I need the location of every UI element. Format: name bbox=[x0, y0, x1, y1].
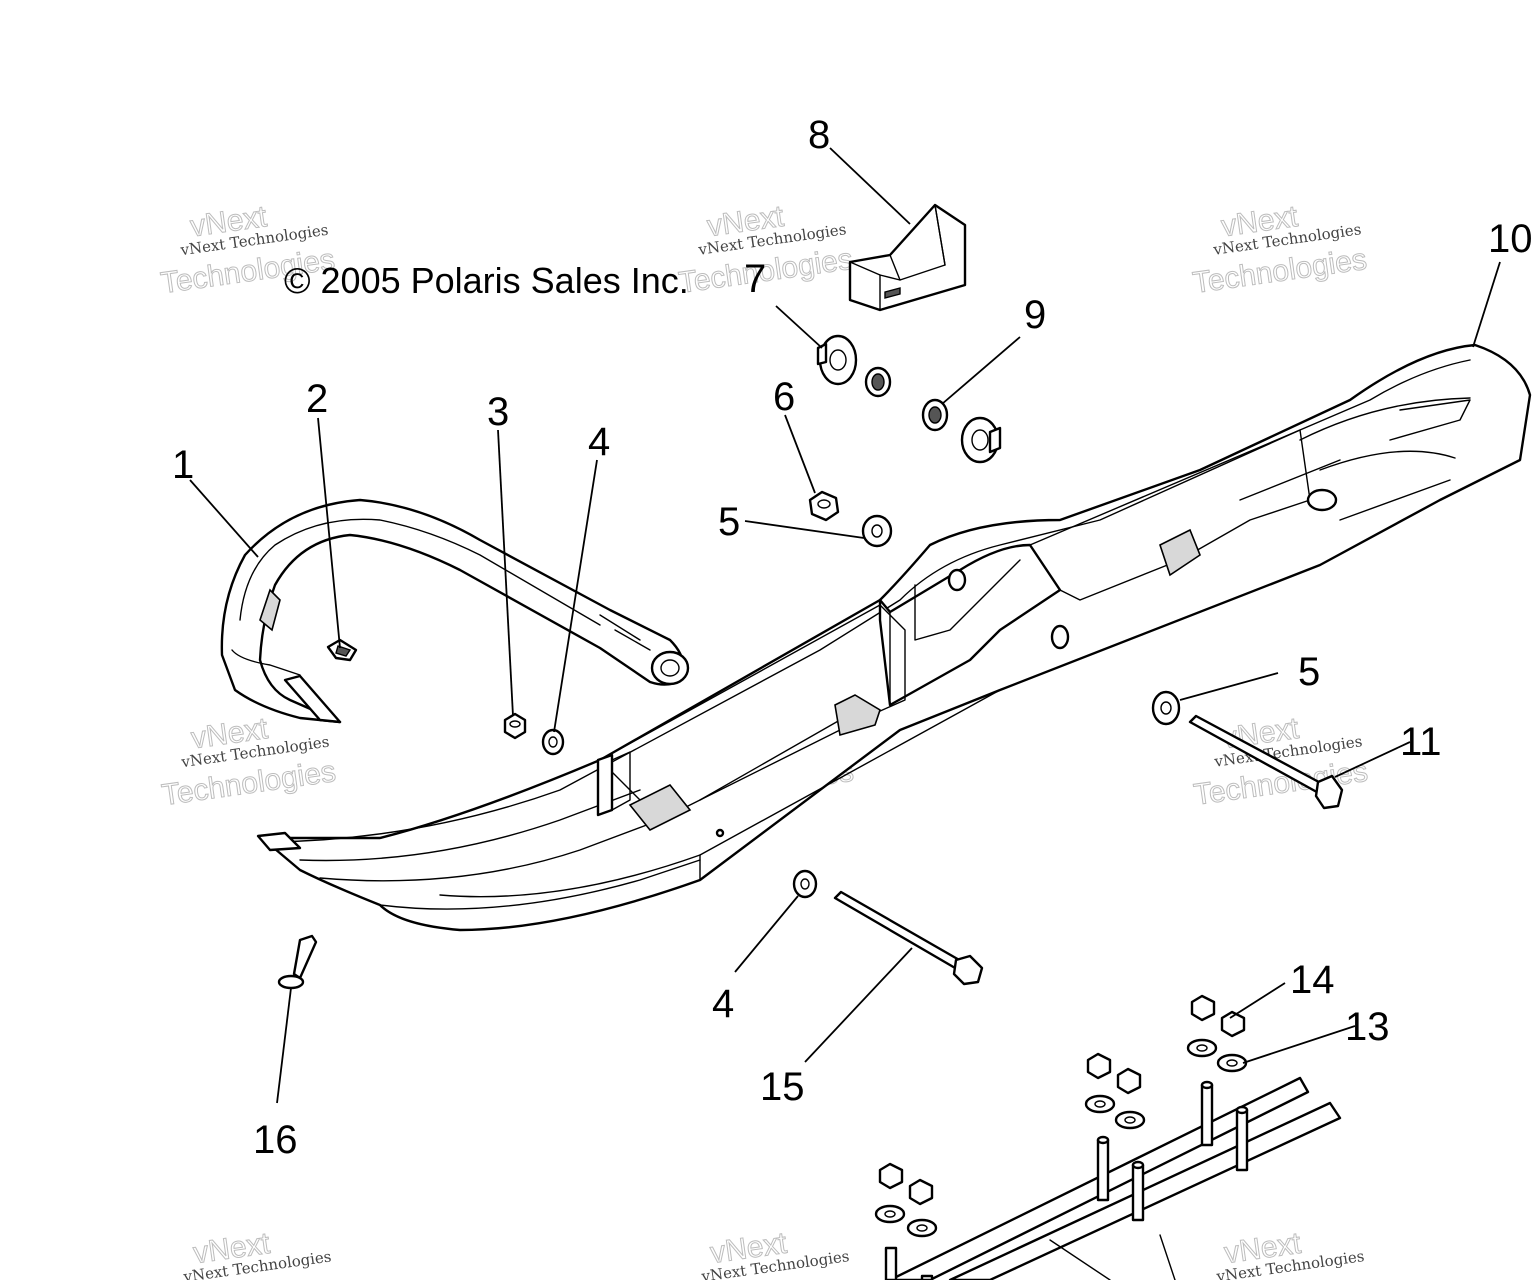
watermark-bottom-right: vNext vNext Technologies bbox=[1214, 1226, 1365, 1280]
washer-part-5-right bbox=[1151, 690, 1181, 726]
watermark-bottom-left: vNext vNext Technologies bbox=[181, 1226, 332, 1280]
watermark-mid-right: vNext vNext Technologies Technologies bbox=[1191, 711, 1370, 812]
leader-lines bbox=[189, 147, 1501, 1104]
bushing-part-9 bbox=[921, 398, 1002, 464]
carbide-runner-assembly bbox=[874, 994, 1342, 1280]
washer-part-4-bottom bbox=[792, 869, 818, 899]
callout-10: 10 bbox=[1488, 217, 1533, 261]
callout-1: 1 bbox=[172, 443, 194, 487]
washer-part-4-top bbox=[541, 728, 565, 756]
callout-4-lower: 4 bbox=[712, 982, 734, 1026]
nut-part-6 bbox=[808, 490, 840, 522]
washer-part-5-left bbox=[861, 514, 893, 548]
bolt-part-15 bbox=[833, 890, 984, 986]
callout-15: 15 bbox=[760, 1065, 805, 1109]
grommet-part-2 bbox=[326, 638, 358, 662]
bushing-part-7 bbox=[816, 334, 892, 398]
callout-4-upper: 4 bbox=[588, 420, 610, 464]
copyright-notice: © 2005 Polaris Sales Inc. bbox=[284, 260, 689, 301]
callout-9: 9 bbox=[1024, 293, 1046, 337]
callout-5-right: 5 bbox=[1298, 650, 1320, 694]
callout-14: 14 bbox=[1290, 958, 1335, 1002]
callout-16: 16 bbox=[253, 1118, 298, 1162]
callout-7: 7 bbox=[744, 257, 766, 301]
callout-2: 2 bbox=[306, 377, 328, 421]
callout-labels: 1 2 3 4 5 6 7 8 9 10 5 11 14 13 4 15 16 bbox=[172, 113, 1533, 1162]
callout-3: 3 bbox=[487, 390, 509, 434]
stud-part-16 bbox=[277, 934, 318, 990]
callout-11: 11 bbox=[1400, 720, 1442, 764]
watermark-bottom-center: vNext vNext Technologies bbox=[699, 1226, 850, 1280]
nut-part-3 bbox=[503, 712, 527, 740]
watermark-top-right: vNext vNext Technologies Technologies bbox=[1190, 199, 1369, 300]
callout-5-left: 5 bbox=[718, 500, 740, 544]
saddle-block-part-8 bbox=[848, 203, 967, 312]
bolt-part-11 bbox=[1188, 714, 1344, 810]
callout-13: 13 bbox=[1345, 1005, 1390, 1049]
callout-6: 6 bbox=[773, 375, 795, 419]
ski-handle bbox=[220, 498, 690, 724]
ski-body bbox=[256, 343, 1532, 932]
callout-8: 8 bbox=[808, 113, 830, 157]
